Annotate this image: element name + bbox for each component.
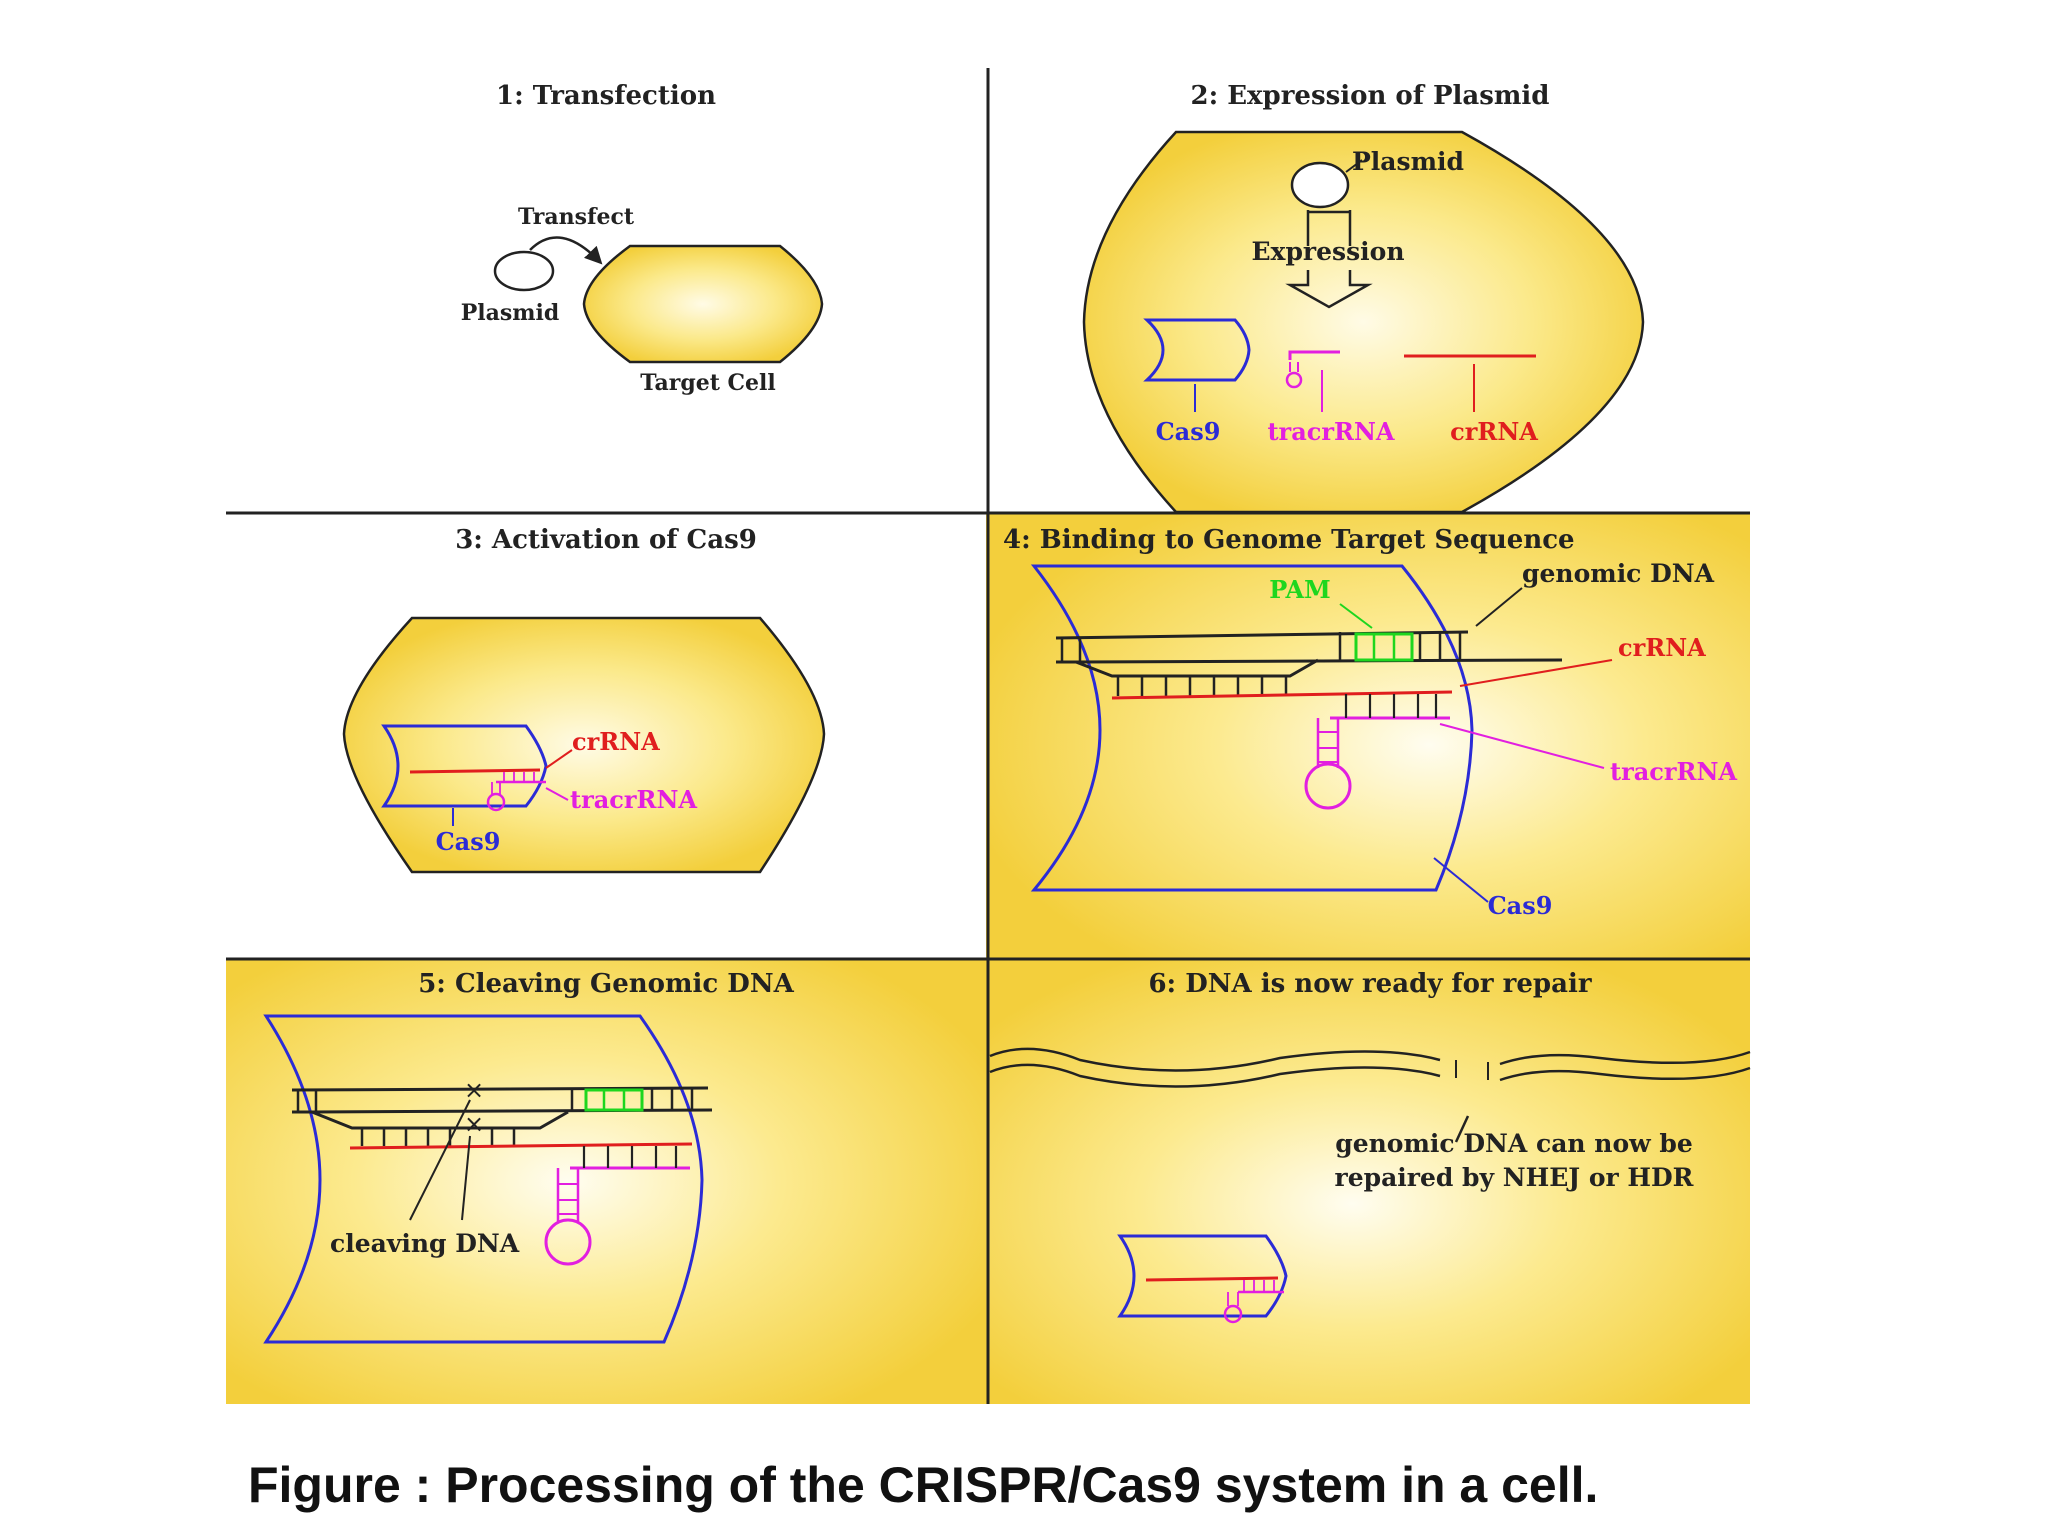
tracrrna-label-2: tracrRNA: [1267, 417, 1394, 446]
cas9-shape-5: [263, 1014, 704, 1344]
cas9-shape-6: [1117, 1234, 1288, 1318]
pam-site-5: [584, 1088, 644, 1112]
transfect-label: Transfect: [518, 204, 635, 230]
cleaving-dna-label: cleaving DNA: [330, 1229, 520, 1258]
plasmid-circle-2: [1290, 161, 1350, 209]
genomic-dna-label: genomic DNA: [1522, 559, 1715, 588]
target-cell-shape: [582, 244, 824, 364]
panel-4-background: [986, 513, 1750, 959]
tracrrna-shape-2: [1288, 350, 1340, 360]
panel-2-expression: 2: Expression of Plasmid Plasmid Express…: [1082, 81, 1645, 514]
crrna-line-5: [349, 1142, 693, 1150]
broken-dna-left: [989, 1047, 1441, 1072]
broken-dna-right: [1499, 1050, 1751, 1066]
panel-4-title: 4: Binding to Genome Target Sequence: [1003, 525, 1575, 555]
plasmid-circle: [493, 250, 555, 292]
dna-bottom-strand-4: [1075, 658, 1319, 678]
tracrrna-label-3: tracrRNA: [570, 785, 697, 814]
expression-label: Expression: [1251, 237, 1404, 266]
cas9-shape-4: [1030, 564, 1474, 892]
tracrrna-label-4: tracrRNA: [1610, 757, 1737, 786]
panel-5-title: 5: Cleaving Genomic DNA: [418, 969, 794, 999]
plasmid-label-2: Plasmid: [1352, 147, 1464, 176]
expression-arrow: [1285, 210, 1373, 309]
pam-label: PAM: [1269, 575, 1331, 604]
panel-1-title: 1: Transfection: [496, 81, 716, 111]
panel-3-activation: 3: Activation of Cas9 crRNA tracrRNA Cas…: [342, 525, 826, 874]
cas9-label-3: Cas9: [436, 827, 501, 856]
cas9-label-4: Cas9: [1488, 891, 1553, 920]
panel-5-cleaving: 5: Cleaving Genomic DNA: [263, 969, 795, 1344]
plasmid-label: Plasmid: [461, 300, 560, 326]
cell-shape-3: [342, 616, 826, 874]
panel-6-title: 6: DNA is now ready for repair: [1148, 969, 1591, 999]
panel-2-title: 2: Expression of Plasmid: [1191, 81, 1550, 111]
pam-site-4: [1354, 632, 1414, 662]
target-cell-label: Target Cell: [640, 370, 776, 396]
repair-text-line-1: genomic DNA can now be: [1335, 1129, 1693, 1158]
dna-bottom-strand-5: [311, 1110, 569, 1130]
cas9-shape-3: [381, 724, 548, 808]
repair-text-line-2: repaired by NHEJ or HDR: [1335, 1163, 1694, 1192]
cas9-label-2: Cas9: [1156, 417, 1221, 446]
figure-caption: Figure : Processing of the CRISPR/Cas9 s…: [248, 1457, 1598, 1513]
crrna-label-4: crRNA: [1618, 633, 1706, 662]
panel-6-repair: 6: DNA is now ready for repair genomic D…: [989, 969, 1751, 1324]
panel-5-background: [226, 959, 986, 1404]
panel-1-transfection: 1: Transfection Transfect Plasmid Target…: [461, 81, 824, 396]
crrna-label-3: crRNA: [572, 727, 660, 756]
cell-shape-2: [1082, 130, 1645, 514]
crrna-line-3: [409, 768, 541, 774]
transfect-arrow: [529, 236, 603, 265]
cut-mark-bottom: ×: [464, 1110, 484, 1138]
crrna-label-2: crRNA: [1450, 417, 1538, 446]
panel-3-title: 3: Activation of Cas9: [455, 525, 757, 555]
cut-mark-top: ×: [464, 1076, 484, 1104]
panel-4-binding: 4: Binding to Genome Target Sequence PAM: [1003, 525, 1737, 920]
panel-6-background: [986, 959, 1750, 1404]
crrna-line-4: [1111, 690, 1453, 700]
cas9-shape-2: [1143, 318, 1251, 382]
